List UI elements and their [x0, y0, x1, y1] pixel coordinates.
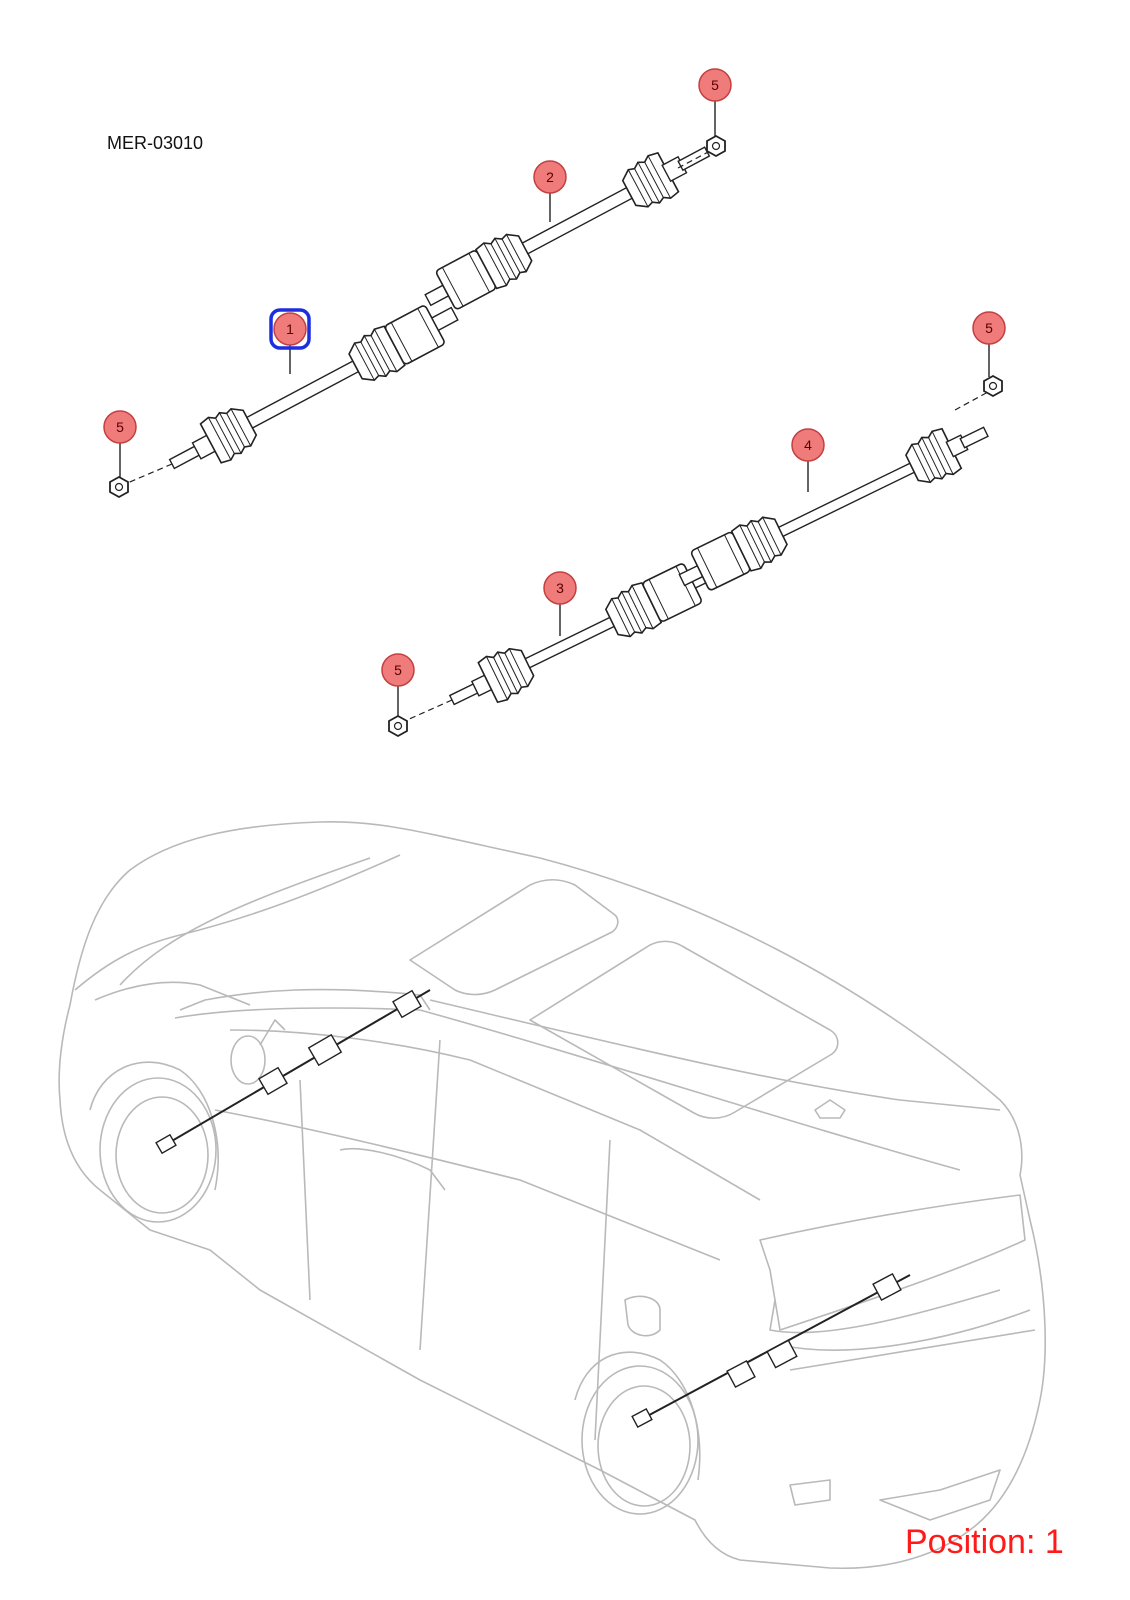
callout-2[interactable]: 2	[533, 160, 567, 194]
diagram-code: MER-03010	[107, 133, 204, 153]
callout-5-top[interactable]: 5	[698, 68, 732, 102]
callout-1[interactable]: 1	[273, 312, 307, 346]
selection-highlight	[269, 308, 311, 350]
position-label: Position: 1	[905, 1523, 1064, 1561]
hub-nut-3[interactable]	[388, 715, 408, 737]
svg-text:4: 4	[804, 437, 812, 453]
callout-3[interactable]: 3	[543, 571, 577, 605]
svg-text:1: 1	[286, 321, 294, 337]
drive-shaft-2[interactable]	[417, 130, 719, 321]
callout-5-bottom[interactable]: 5	[381, 653, 415, 687]
vehicle-shafts	[155, 989, 911, 1429]
drive-shaft-1[interactable]	[161, 293, 466, 486]
svg-text:5: 5	[116, 419, 124, 435]
hub-nut-1[interactable]	[109, 476, 129, 498]
drive-shaft-4[interactable]	[671, 410, 996, 601]
svg-text:5: 5	[711, 77, 719, 93]
hub-nut-4[interactable]	[983, 375, 1003, 397]
hub-nut-2[interactable]	[706, 135, 726, 157]
callout-5-right[interactable]: 5	[972, 311, 1006, 345]
svg-text:5: 5	[985, 320, 993, 336]
svg-text:2: 2	[546, 169, 554, 185]
callout-5-left[interactable]: 5	[103, 410, 137, 444]
vehicle-outline	[58, 820, 1047, 1570]
svg-text:3: 3	[556, 580, 564, 596]
callout-4[interactable]: 4	[791, 428, 825, 462]
svg-text:5: 5	[394, 662, 402, 678]
